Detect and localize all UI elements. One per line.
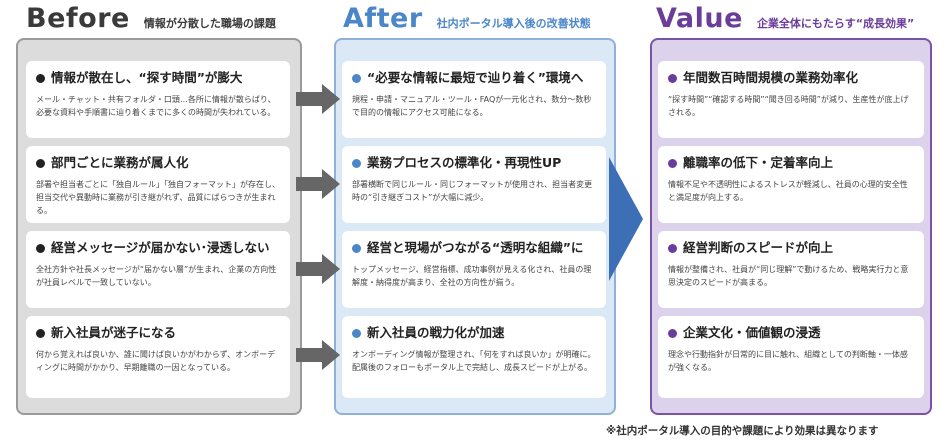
value-card-3: 経営判断のスピードが向上 情報が整備され、社員が“同じ理解”で動けるため、戦略実… <box>658 231 924 308</box>
bullet-dot-icon <box>352 243 361 253</box>
after-card-4-desc: オンボーディング情報が整理され、「何をすれば良いか」が明確に。配属後のフォローも… <box>352 350 596 372</box>
after-subtitle: 社内ポータル導入後の改善状態 <box>436 17 591 30</box>
value-subtitle: 企業全体にもたらす“成長効果” <box>756 17 915 30</box>
bullet-dot-icon <box>668 73 677 83</box>
arrow-right-icon <box>296 84 340 114</box>
before-card-4: 新入社員が迷子になる 何から覚えれば良いか、誰に聞けば良いかがわからず、オンボー… <box>26 316 290 398</box>
bullet-dot-icon <box>36 243 45 253</box>
value-card-3-desc: 情報が整備され、社員が“同じ理解”で動けるため、戦略実行力と意思決定のスピードが… <box>668 265 909 287</box>
bullet-dot-icon <box>36 73 45 83</box>
after-card-1-title: “必要な情報に最短で辿り着く”環境へ <box>367 70 584 85</box>
value-card-2-desc: 情報不足や不透明性によるストレスが軽減し、社員の心理的安全性と満足度が向上する。 <box>668 180 908 202</box>
value-card-4: 企業文化・価値観の浸透 理念や行動指針が日常的に目に触れ、組織としての判断軸・一… <box>658 316 924 398</box>
before-card-2-desc: 部署や担当者ごとに「独自ルール」「独自フォーマット」が存在し、担当交代や異動時に… <box>36 180 280 215</box>
after-card-3-title: 経営と現場がつながる“透明な組織”に <box>367 240 584 255</box>
chevron-right-icon <box>609 157 643 281</box>
before-card-1: 情報が散在し、“探す時間”が膨大 メール・チャット・共有フォルダ・口頭…各所に情… <box>26 61 290 138</box>
before-header: Before 情報が分散した職場の課題 <box>26 4 276 34</box>
bullet-dot-icon <box>36 158 45 168</box>
value-title: Value <box>656 3 743 34</box>
after-card-3: 経営と現場がつながる“透明な組織”に トップメッセージ、経営指標、成功事例が見え… <box>342 231 606 308</box>
bullet-dot-icon <box>352 73 361 83</box>
value-card-1-title: 年間数百時間規模の業務効率化 <box>683 70 859 85</box>
after-card-1-desc: 規程・申請・マニュアル・ツール・FAQが一元化され、数分〜数秒で目的の情報にアク… <box>352 95 592 117</box>
before-title: Before <box>26 3 130 34</box>
value-card-4-title: 企業文化・価値観の浸透 <box>683 325 821 340</box>
value-header: Value 企業全体にもたらす“成長効果” <box>656 4 914 34</box>
after-card-2: 業務プロセスの標準化・再現性UP 部署横断で同じルール・同じフォーマットが使用さ… <box>342 146 606 223</box>
after-title: After <box>343 3 423 34</box>
bullet-dot-icon <box>36 328 45 338</box>
value-card-3-title: 経営判断のスピードが向上 <box>683 240 834 255</box>
before-card-1-title: 情報が散在し、“探す時間”が膨大 <box>51 70 243 85</box>
after-card-2-desc: 部署横断で同じルール・同じフォーマットが使用され、担当者変更時の“引き継ぎコスト… <box>352 180 593 202</box>
bullet-dot-icon <box>668 328 677 338</box>
value-card-1-desc: “探す時間”“確認する時間”“聞き回る時間”が減り、生産性が底上げされる。 <box>668 95 909 117</box>
before-card-4-desc: 何から覚えれば良いか、誰に聞けば良いかがわからず、オンボーディングに時間がかかり… <box>36 350 276 372</box>
arrow-right-icon <box>296 169 340 199</box>
before-card-3-title: 経営メッセージが届かない･浸透しない <box>51 240 270 255</box>
after-card-3-desc: トップメッセージ、経営指標、成功事例が見える化され、社員の理解度・納得度が高まり… <box>352 265 592 287</box>
after-card-1: “必要な情報に最短で辿り着く”環境へ 規程・申請・マニュアル・ツール・FAQが一… <box>342 61 606 138</box>
after-header: After 社内ポータル導入後の改善状態 <box>343 4 591 34</box>
arrow-right-icon <box>296 340 340 370</box>
bullet-dot-icon <box>352 158 361 168</box>
bullet-dot-icon <box>668 243 677 253</box>
before-card-3-desc: 全社方針や社長メッセージが“届かない層”が生まれ、企業の方向性が社員レベルで一致… <box>36 265 277 287</box>
value-card-2-title: 離職率の低下・定着率向上 <box>683 155 834 170</box>
before-card-4-title: 新入社員が迷子になる <box>51 325 177 340</box>
bullet-dot-icon <box>352 328 361 338</box>
after-card-4: 新入社員の戦力化が加速 オンボーディング情報が整理され、「何をすれば良いか」が明… <box>342 316 606 398</box>
arrow-right-icon <box>296 254 340 284</box>
bullet-dot-icon <box>668 158 677 168</box>
value-card-4-desc: 理念や行動指針が日常的に目に触れ、組織としての判断軸・一体感が強くなる。 <box>668 350 908 372</box>
before-subtitle: 情報が分散した職場の課題 <box>143 17 276 30</box>
before-card-2-title: 部門ごとに業務が属人化 <box>51 155 189 170</box>
before-card-3: 経営メッセージが届かない･浸透しない 全社方針や社長メッセージが“届かない層”が… <box>26 231 290 308</box>
after-card-2-title: 業務プロセスの標準化・再現性UP <box>367 155 562 170</box>
value-card-2: 離職率の低下・定着率向上 情報不足や不透明性によるストレスが軽減し、社員の心理的… <box>658 146 924 223</box>
before-card-1-desc: メール・チャット・共有フォルダ・口頭…各所に情報が散らばり、必要な資料や手順書に… <box>36 95 276 117</box>
before-card-2: 部門ごとに業務が属人化 部署や担当者ごとに「独自ルール」「独自フォーマット」が存… <box>26 146 290 223</box>
footnote: ※社内ポータル導入の目的や課題により効果は異なります <box>606 425 879 437</box>
value-card-1: 年間数百時間規模の業務効率化 “探す時間”“確認する時間”“聞き回る時間”が減り… <box>658 61 924 138</box>
after-card-4-title: 新入社員の戦力化が加速 <box>367 325 505 340</box>
